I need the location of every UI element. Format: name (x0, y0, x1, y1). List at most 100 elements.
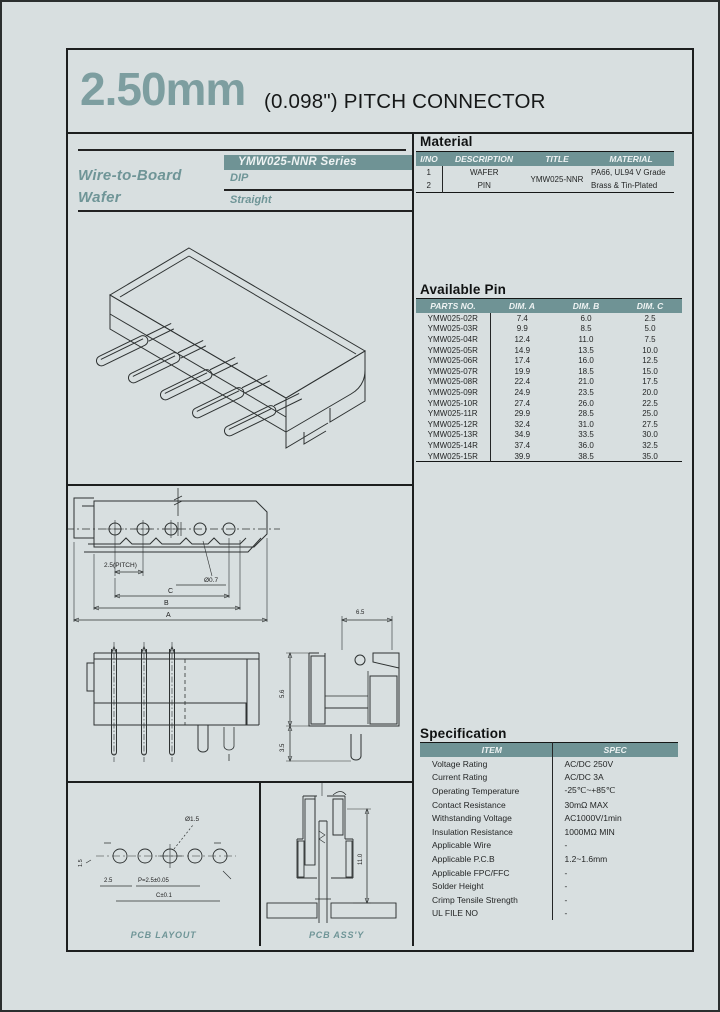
body-height-label: 5.6 (280, 689, 286, 698)
specification-col-item: ITEM (420, 742, 553, 757)
available-pin-heading: Available Pin (420, 282, 507, 297)
spec-value-cell: - (564, 908, 568, 919)
pcb-assy-drawing: 11.0 (266, 783, 397, 923)
parts-no-cell: YMW025-09R (416, 387, 491, 398)
specification-body: Voltage Rating AC/DC 250V Current Rating… (420, 757, 678, 921)
left-column: Wire-to-Board Wafer YMW025-NNR Series DI… (68, 134, 414, 946)
table-row: Withstanding Voltage AC1000V/1min (420, 811, 678, 825)
table-row: YMW025-04R 12.4 11.0 7.5 (416, 334, 682, 345)
pcb-layout-cell: Ø1.5 1.5 2.5 P=2.5±0.05 C±0.1 PCB LAYOUT (68, 783, 259, 946)
pcb-pitch-label: 2.5 (104, 878, 113, 884)
dim-b-cell: 21.0 (578, 377, 594, 387)
dim-a-cell: 24.9 (514, 387, 531, 397)
dim-b-cell: 11.0 (578, 334, 594, 344)
material-row1-description: WAFER (469, 168, 499, 177)
dim-a-cell: 22.4 (514, 377, 531, 387)
table-row: Solder Height - (420, 879, 678, 893)
available-pin-col-parts: PARTS NO. (416, 298, 490, 313)
pin-5 (223, 393, 303, 437)
front-view-pins (111, 642, 175, 762)
dim-b-cell: 33.5 (578, 430, 594, 440)
available-pin-col-dim-b: DIM. B (554, 298, 618, 313)
table-row: YMW025-12R 32.4 31.0 27.5 (416, 418, 682, 430)
dim-b-cell: 26.0 (578, 398, 594, 408)
dim-b-cell: 18.5 (578, 366, 594, 376)
parts-no-cell: YMW025-12R (416, 418, 491, 430)
material-col-material: MATERIAL (588, 151, 674, 166)
table-row: Voltage Rating AC/DC 250V (420, 757, 678, 771)
table-row: YMW025-14R 37.4 36.0 32.5 (416, 440, 682, 451)
dim-c-cell: 15.0 (642, 366, 658, 376)
spec-item-cell: Contact Resistance (420, 797, 553, 812)
dim-c-cell: 27.5 (642, 419, 658, 429)
material-shared-title: YMW025-NNR (530, 174, 584, 184)
table-row: YMW025-06R 17.4 16.0 12.5 (416, 355, 682, 366)
dim-b-cell: 6.0 (580, 313, 592, 323)
dim-c-cell: 32.5 (642, 440, 658, 450)
pcb-layout-drawing: Ø1.5 1.5 2.5 P=2.5±0.05 C±0.1 (78, 816, 236, 902)
spec-value-cell: 1.2~1.6mm (564, 853, 608, 864)
dim-b-cell: 38.5 (578, 451, 594, 461)
dim-a-cell: 34.9 (514, 430, 531, 440)
dim-c-cell: 30.0 (642, 430, 658, 440)
dim-a-cell: 7.4 (516, 313, 528, 323)
hole-dia-label: Ø0.7 (204, 577, 218, 584)
dim-c-cell: 35.0 (642, 451, 658, 461)
table-row: YMW025-11R 29.9 28.5 25.0 (416, 408, 682, 419)
dim-c-cell: 22.5 (642, 398, 658, 408)
dim-a-label: A (166, 612, 171, 619)
spec-item-cell: Voltage Rating (420, 757, 553, 771)
dim-b-cell: 23.5 (578, 387, 594, 397)
parts-no-cell: YMW025-10R (416, 397, 491, 409)
dim-a-cell: 14.9 (514, 345, 531, 355)
specification-header-row: ITEM SPEC (420, 742, 678, 757)
spec-value-cell: AC1000V/1min (564, 813, 622, 824)
dim-c-cell: 20.0 (642, 387, 658, 397)
parts-no-cell: YMW025-03R (416, 323, 491, 335)
table-row: YMW025-08R 22.4 21.0 17.5 (416, 376, 682, 388)
pin-1 (95, 323, 175, 367)
spec-item-cell: Insulation Resistance (420, 824, 553, 839)
dim-c-cell: 17.5 (642, 377, 658, 387)
dim-a-cell: 27.4 (514, 398, 531, 408)
dim-c-cell: 10.0 (642, 345, 658, 355)
page-title-pitch: 2.50mm (80, 63, 246, 115)
table-row: YMW025-05R 14.9 13.5 10.0 (416, 344, 682, 356)
pcb-row-dim-label: C±0.1 (156, 893, 173, 899)
title-bar: 2.50mm (0.098") PITCH CONNECTOR (68, 50, 692, 134)
table-row: Operating Temperature -25℃~+85℃ (420, 784, 678, 798)
parts-no-cell: YMW025-08R (416, 376, 491, 388)
dim-a-cell: 39.9 (514, 451, 531, 461)
dimension-drawings: 2.5(PITCH) Ø0.7 C B A (68, 488, 400, 762)
connector-isometric-drawing (95, 247, 366, 449)
material-row1-no: 1 (416, 166, 443, 179)
specification-heading: Specification (420, 726, 507, 741)
material-row2-description: PIN (477, 181, 491, 190)
series-divider-bottom (78, 210, 412, 212)
material-row1-material: PA66, UL94 V Grade (591, 168, 666, 177)
series-divider-top (78, 149, 406, 151)
pin-2 (127, 340, 207, 384)
material-col-no: I/NO (416, 151, 442, 166)
pin-4 (191, 375, 271, 419)
material-col-title: TITLE (526, 151, 588, 166)
table-row: YMW025-02R 7.4 6.0 2.5 (416, 313, 682, 324)
parts-no-cell: YMW025-02R (416, 313, 491, 324)
table-row: YMW025-03R 9.9 8.5 5.0 (416, 323, 682, 335)
spec-value-cell: - (564, 894, 568, 905)
spec-item-cell: Withstanding Voltage (420, 811, 553, 825)
table-row: Applicable Wire - (420, 838, 678, 853)
table-row: Insulation Resistance 1000MΩ MIN (420, 824, 678, 839)
table-row: UL FILE NO - (420, 906, 678, 921)
dim-c-label: C (168, 588, 173, 595)
series-name-banner: YMW025-NNR Series (224, 155, 412, 170)
dim-b-cell: 36.0 (578, 440, 594, 450)
dim-a-cell: 17.4 (514, 356, 531, 366)
spec-item-cell: Applicable FPC/FFC (420, 865, 553, 880)
spec-value-cell: - (564, 840, 568, 851)
material-table: I/NO DESCRIPTION TITLE MATERIAL 1 WAFER … (416, 151, 674, 193)
dim-c-cell: 12.5 (642, 356, 658, 366)
dim-b-cell: 31.0 (578, 419, 594, 429)
assy-height-label: 11.0 (358, 853, 364, 865)
side-width-label: 6.5 (356, 610, 365, 616)
